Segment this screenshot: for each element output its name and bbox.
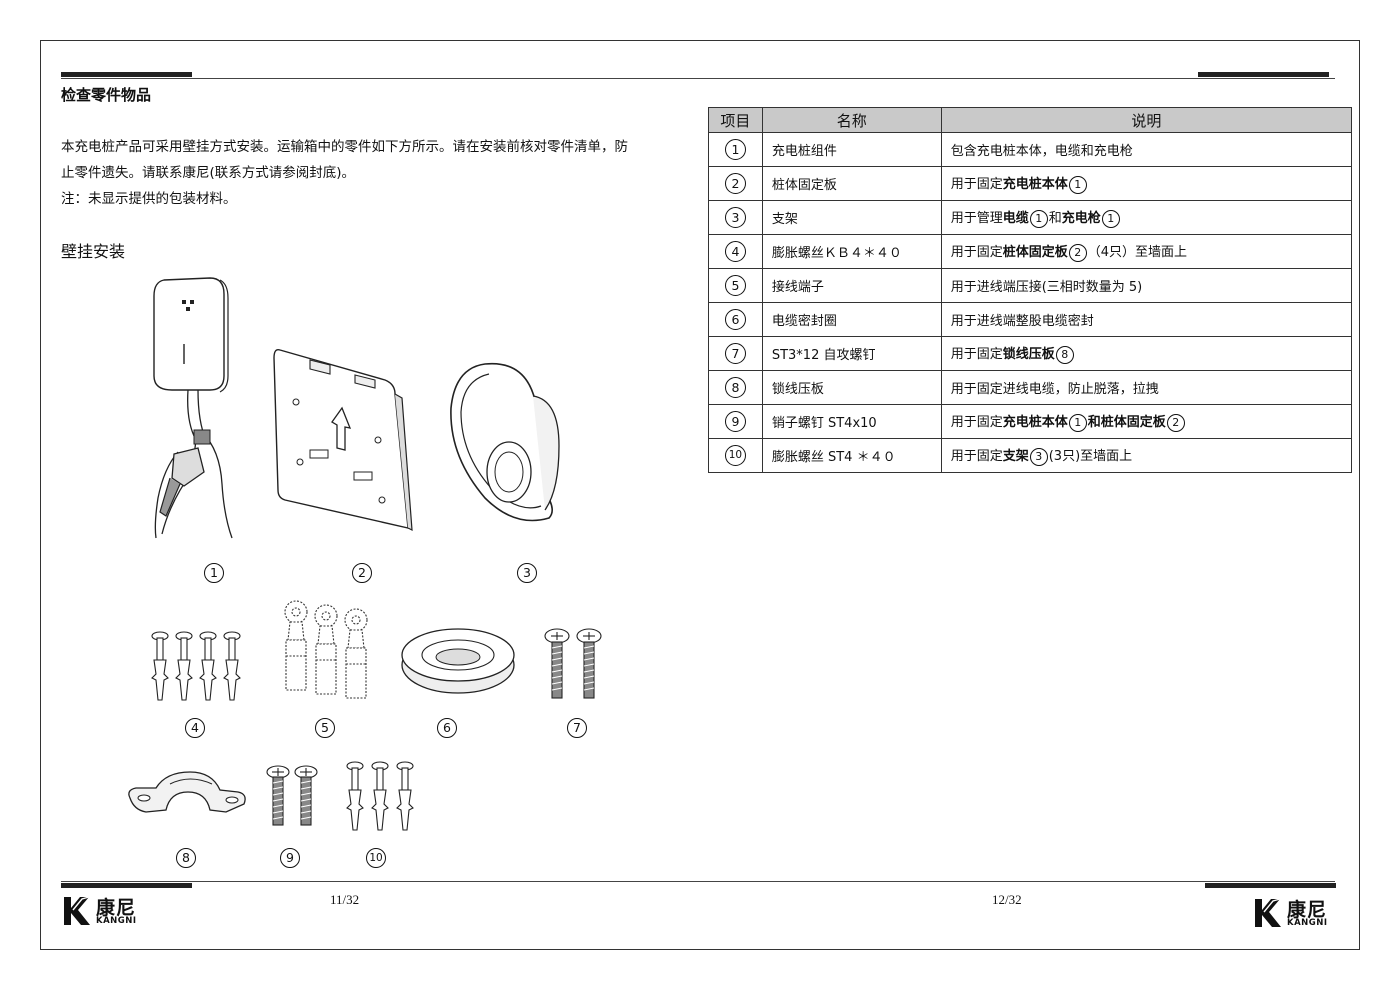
part-description: 包含充电桩本体，电缆和充电枪 [940,132,1353,167]
figure-number-9: 9 [280,848,300,868]
row-number: 8 [724,377,746,398]
header-rule [61,78,1335,79]
figure-number-3: 3 [517,563,537,583]
table-row: 1 充电桩组件 包含充电桩本体，电缆和充电枪 [708,132,1353,167]
bracket-illustration [450,362,560,522]
footer-bar-right [1205,883,1336,888]
kangni-k-mark-icon [1255,898,1281,927]
part-name: 锁线压板 [761,370,942,405]
footer-bar-left [61,883,192,888]
terminals-illustration [284,600,368,699]
ref-number: 2 [1068,243,1087,262]
header-name: 名称 [761,107,942,133]
intro-line-1: 本充电桩产品可采用壁挂方式安装。运输箱中的零件如下方所示。请在安装前核对零件清单… [61,139,628,155]
part-name: ST3*12 自攻螺钉 [761,336,942,371]
pin-screws-illustration [266,765,318,826]
part-name: 充电桩组件 [761,132,942,167]
figure-number-5: 5 [315,718,335,738]
row-number: 7 [724,343,746,364]
part-name: 电缆密封圈 [761,302,942,337]
kangni-logo-right: 康尼 KANGNI [1253,895,1335,931]
row-number: 9 [724,411,746,432]
cable-sealing-ring-illustration [401,628,515,694]
kangni-k-mark-icon [64,896,90,925]
ref-number: 2 [1166,413,1185,432]
parts-table: 项目 名称 说明 1 充电桩组件 包含充电桩本体，电缆和充电枪 2 桩体固定板 … [708,107,1353,473]
table-row: 8 锁线压板 用于固定进线电缆，防止脱落，拉拽 [708,370,1353,405]
table-row: 6 电缆密封圈 用于进线端整股电缆密封 [708,302,1353,337]
part-name: 支架 [761,200,942,235]
charger-assembly-illustration [153,277,233,539]
part-name: 膨胀螺丝 ST4 ＊４０ [761,438,942,473]
ref-number: 8 [1055,345,1074,364]
figure-number-1: 1 [204,563,224,583]
header-bar-left [61,72,192,77]
part-name: 接线端子 [761,268,942,303]
logo-chinese-name: 康尼 [96,897,137,919]
figure-number-2: 2 [352,563,372,583]
ref-number: 1 [1068,175,1087,194]
intro-paragraph: 本充电桩产品可采用壁挂方式安装。运输箱中的零件如下方所示。请在安装前核对零件清单… [61,134,701,212]
figure-number-4: 4 [185,718,205,738]
section-subtitle: 壁挂安装 [61,242,126,261]
part-name: 膨胀螺丝ＫＢ４＊４０ [761,234,942,269]
row-number: 10 [724,445,746,466]
cable-clamp-illustration [128,771,246,813]
kangni-logo-left: 康尼 KANGNI [62,893,144,929]
row-number: 3 [724,207,746,228]
figure-number-10: 10 [366,848,386,868]
ref-number: 1 [1068,413,1087,432]
row-number: 1 [724,139,746,160]
page-number-right: 12/32 [992,892,1022,907]
logo-english-name: KANGNI [1287,918,1328,928]
expansion-bolts-illustration [151,631,241,701]
part-name: 桩体固定板 [761,166,942,201]
row-number: 5 [724,275,746,296]
intro-note: 注：未显示提供的包装材料。 [61,191,237,207]
header-bar-right [1198,72,1329,77]
figure-number-7: 7 [567,718,587,738]
header-description: 说明 [940,107,1353,133]
part-description: 用于进线端整股电缆密封 [940,302,1353,337]
part-description: 用于进线端压接(三相时数量为 5) [940,268,1353,303]
row-number: 4 [724,241,746,262]
part-description: 用于固定进线电缆，防止脱落，拉拽 [940,370,1353,405]
page-frame [40,40,1360,950]
page-number-left: 11/32 [330,892,360,907]
row-number: 2 [724,173,746,194]
intro-line-2: 止零件遗失。请联系康尼(联系方式请参阅封底)。 [61,165,356,181]
figure-number-6: 6 [437,718,457,738]
logo-english-name: KANGNI [96,916,137,926]
figure-number-8: 8 [176,848,196,868]
logo-chinese-name: 康尼 [1287,899,1328,921]
footer-rule [61,881,1335,882]
ref-number: 1 [1029,209,1048,228]
row-number: 6 [724,309,746,330]
expansion-bolts-st4-illustration [346,761,414,831]
self-tapping-screws-illustration [544,628,602,699]
ref-number: 1 [1101,209,1120,228]
page-title: 检查零件物品 [61,86,152,104]
part-name: 销子螺钉 ST4x10 [761,404,942,439]
mounting-plate-illustration [273,348,413,532]
header-item: 项目 [708,107,763,133]
table-header-row: 项目 名称 说明 [708,107,1353,133]
ref-number: 3 [1029,447,1048,466]
table-row: 5 接线端子 用于进线端压接(三相时数量为 5) [708,268,1353,303]
